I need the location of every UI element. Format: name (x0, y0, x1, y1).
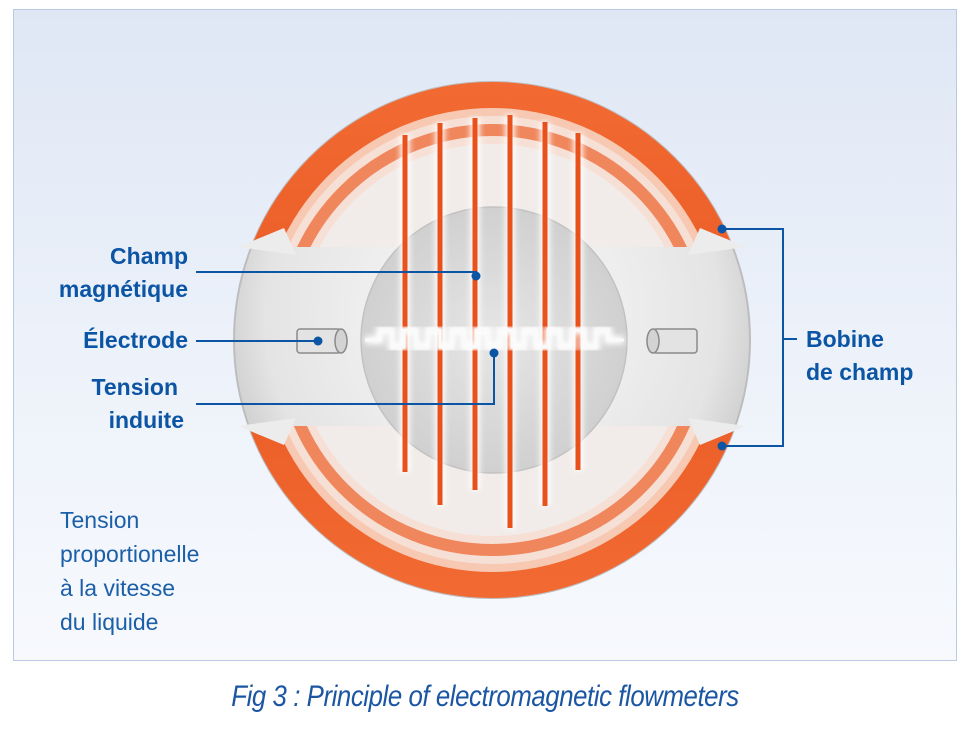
leader-tension (196, 353, 495, 405)
leader-bobine (722, 228, 784, 447)
label-bobine-line2: de champ (806, 359, 914, 385)
note-line2: proportionelle (60, 541, 200, 567)
note-line3: à la vitesse (60, 575, 176, 601)
note-line4: du liquide (60, 609, 159, 635)
leader-dots (313, 224, 727, 451)
note-line1: Tension (60, 507, 140, 533)
label-champ-line2: magnétique (58, 276, 188, 302)
coil-notch-left-bottom (238, 418, 296, 445)
coil-notch-right-bottom (688, 418, 746, 445)
label-bobine-de-champ: Bobine de champ (806, 323, 956, 389)
label-tension-induite: Tension induite (40, 371, 188, 437)
label-tension-line2: induite (108, 407, 184, 433)
label-champ-line1: Champ (110, 243, 188, 269)
magnetic-field-lines (402, 115, 581, 528)
note-tension-proportionelle: Tension proportionelle à la vitesse du l… (60, 503, 199, 639)
label-tension-line1: Tension (91, 374, 178, 400)
coil-notch-right-top (688, 228, 746, 255)
pipe-bore (360, 206, 628, 474)
label-electrode: Électrode (83, 327, 188, 353)
electrode-right (646, 328, 698, 354)
induced-voltage-wave (365, 328, 624, 349)
label-bobine-line1: Bobine (806, 326, 884, 352)
label-champ-magnetique: Champ magnétique (40, 240, 188, 306)
coil-notch-left-top (238, 228, 296, 255)
figure-caption: Fig 3 : Principle of electromagnetic flo… (231, 680, 739, 713)
